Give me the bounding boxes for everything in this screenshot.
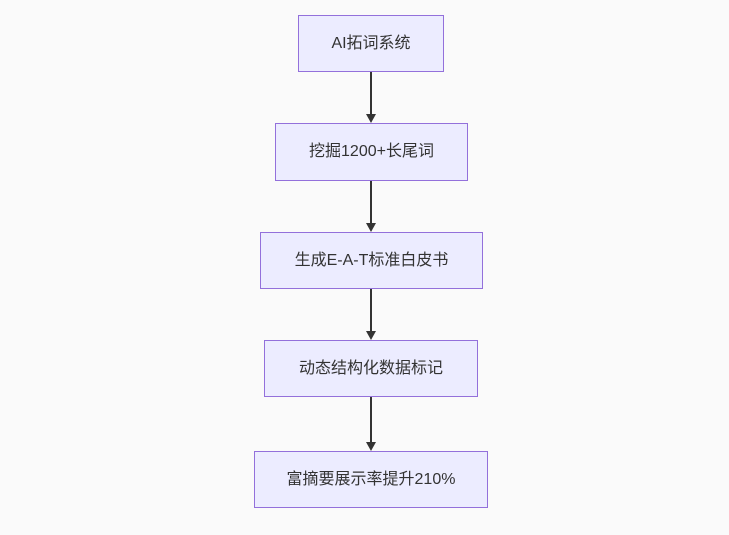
arrow-down-icon xyxy=(366,114,376,123)
flow-node-label: 动态结构化数据标记 xyxy=(298,359,443,377)
flow-node-label: 挖掘1200+长尾词 xyxy=(309,143,434,160)
flow-node-label: 生成E-A-T标准白皮书 xyxy=(294,251,449,269)
flow-node-ai-word-expansion-system: AI拓词系统 xyxy=(298,15,444,72)
flow-node-mine-longtail-keywords: 挖掘1200+长尾词 xyxy=(275,123,468,181)
flow-node-rich-snippet-rate-increase: 富摘要展示率提升210% xyxy=(254,451,488,508)
flow-node-label: AI拓词系统 xyxy=(331,34,411,52)
flow-node-label: 富摘要展示率提升210% xyxy=(286,470,456,488)
flow-node-dynamic-structured-data-markup: 动态结构化数据标记 xyxy=(264,340,478,397)
arrow-down-icon xyxy=(366,442,376,451)
flow-node-generate-eat-whitepaper: 生成E-A-T标准白皮书 xyxy=(260,232,483,289)
arrow-line xyxy=(370,289,372,331)
arrow-line xyxy=(370,397,372,442)
arrow-line xyxy=(370,181,372,223)
arrow-line xyxy=(370,72,372,114)
arrow-down-icon xyxy=(366,331,376,340)
arrow-down-icon xyxy=(366,223,376,232)
